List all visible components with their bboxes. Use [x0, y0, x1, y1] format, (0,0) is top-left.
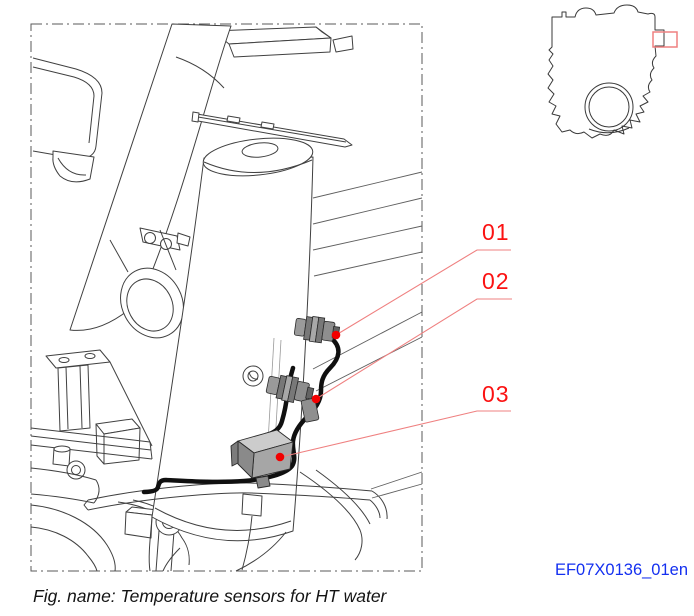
sensor-connector-02	[265, 374, 320, 423]
leader-line-02	[315, 298, 512, 400]
callout-label-03: 03	[482, 381, 510, 407]
engine-outline	[547, 4, 665, 139]
marker-dot-01	[331, 330, 341, 340]
top-beam	[212, 26, 354, 58]
callout-label-01: 01	[482, 219, 510, 245]
base-rail-and-pipes	[83, 469, 423, 572]
marker-dot-03	[275, 452, 285, 462]
figure-caption: Fig. name: Temperature sensors for HT wa…	[33, 586, 387, 606]
marker-dot-02	[311, 394, 321, 404]
marker-dots	[275, 330, 341, 462]
mounting-strip	[191, 111, 353, 148]
leader-line-01	[335, 249, 511, 336]
engine-locator-thumbnail	[547, 4, 678, 139]
cylinder-boss	[242, 365, 264, 387]
frame-member-lines	[312, 171, 423, 392]
sensor-connector-01	[293, 315, 341, 344]
engine-flywheel-inner	[588, 86, 630, 128]
tank-panel	[32, 57, 103, 183]
engine-flywheel-outer	[584, 82, 634, 132]
leader-line-03	[280, 410, 511, 458]
callout-label-02: 02	[482, 268, 510, 294]
sensor-box-03	[230, 429, 294, 489]
figure-frame-border	[30, 23, 423, 572]
callout-leader-lines	[280, 249, 512, 458]
location-highlight-box	[652, 31, 678, 48]
drawing-code: EF07X0136_01en	[554, 561, 688, 579]
